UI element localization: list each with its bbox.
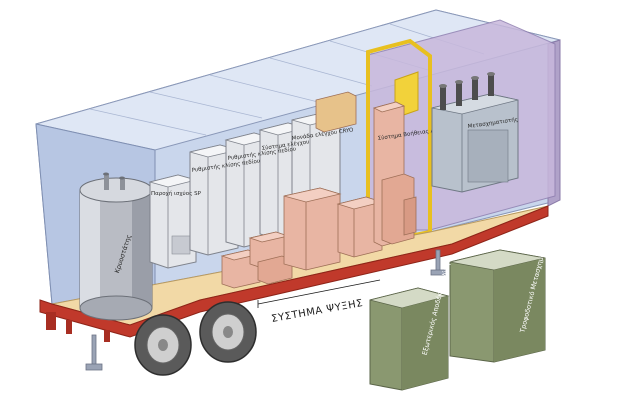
cooling-system-marker	[257, 279, 381, 308]
support-legs	[85, 249, 446, 371]
external-unit-left	[369, 287, 450, 391]
external-unit-right	[449, 249, 546, 363]
power-supply-label: Παροχή ισχύος SP	[151, 190, 202, 197]
cryostat	[79, 172, 153, 321]
rear-wheels	[134, 301, 257, 376]
transformer	[431, 72, 519, 193]
cooling-system-label: ΣΥΣΤΗΜΑ ΨΥΞΗΣ	[271, 298, 364, 325]
floor-crates	[220, 91, 417, 289]
